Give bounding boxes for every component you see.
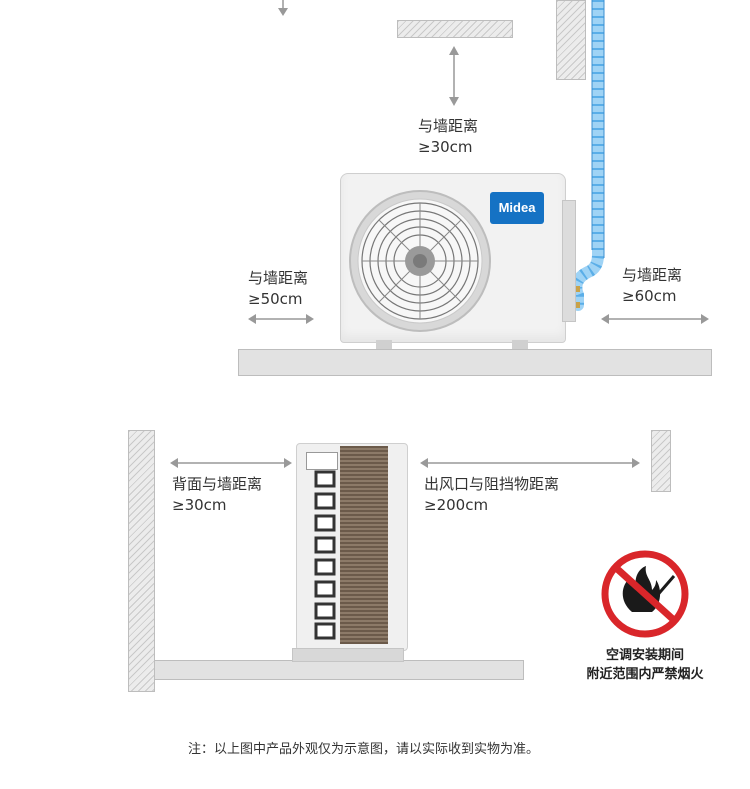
warning-line2: 附近范围内严禁烟火: [586, 667, 704, 682]
brand-logo: Midea: [490, 192, 544, 224]
condenser-coil: [340, 446, 388, 644]
unit-foot-left: [376, 340, 392, 350]
right-vertical-wall: [556, 0, 586, 80]
right-distance-label-line1: 与墙距离: [622, 266, 683, 284]
top-ground-slab: [238, 349, 712, 376]
obstacle-wall: [651, 430, 671, 492]
top-distance-label-line2: ≥30cm: [418, 138, 473, 156]
right-distance-label-line2: ≥60cm: [622, 287, 677, 305]
unit-base-bracket: [292, 648, 404, 662]
back-distance-label-line1: 背面与墙距离: [172, 475, 263, 493]
outlet-distance-label-line1: 出风口与阻挡物距离: [424, 475, 560, 493]
outdoor-unit-side: [562, 200, 576, 322]
left-distance-label-line1: 与墙距离: [248, 269, 309, 287]
left-distance-label-line2: ≥50cm: [248, 290, 303, 308]
bottom-left-wall: [128, 430, 155, 692]
warning-line1: 空调安装期间: [605, 648, 684, 663]
footnote: 注：以上图中产品外观仅为示意图，请以实际收到实物为准。: [188, 742, 540, 757]
outlet-distance-label-line2: ≥200cm: [424, 496, 489, 514]
top-wall-segment: [397, 20, 513, 38]
back-distance-label-line2: ≥30cm: [172, 496, 227, 514]
top-distance-label-line1: 与墙距离: [418, 117, 479, 135]
side-vent-top: [306, 452, 338, 470]
unit-foot-right: [512, 340, 528, 350]
